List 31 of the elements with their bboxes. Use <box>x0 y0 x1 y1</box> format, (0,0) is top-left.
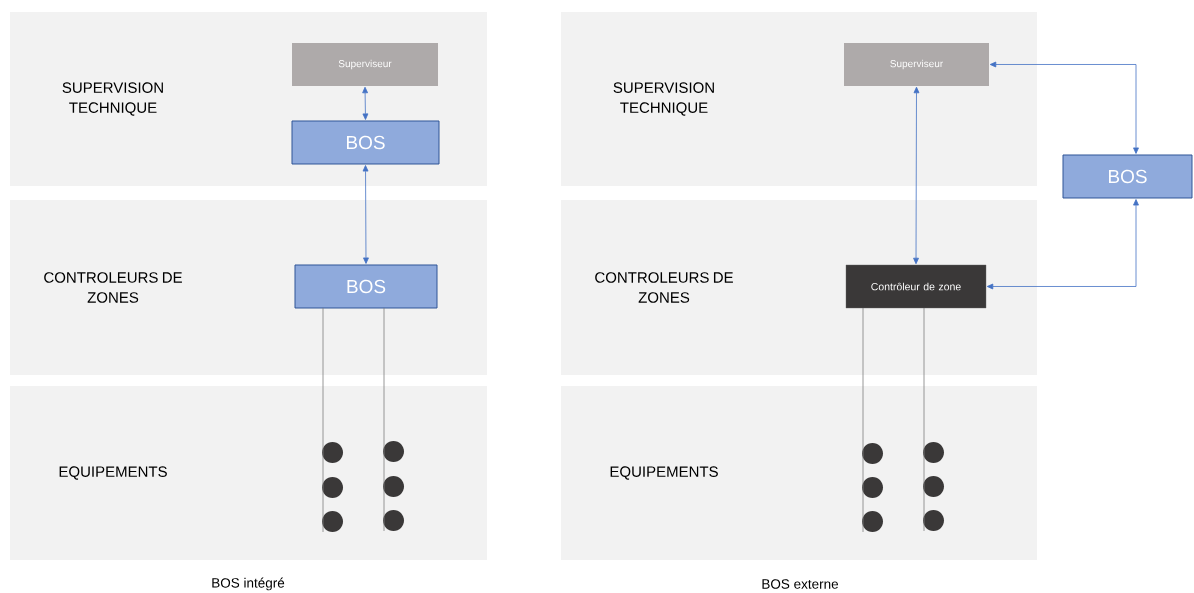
arrow <box>986 199 1139 290</box>
arrow <box>989 61 1139 154</box>
bos-box: BOS <box>291 120 440 165</box>
equipment-dot <box>923 442 944 463</box>
equipment-dot <box>322 442 343 463</box>
arrow <box>913 86 920 265</box>
bos-box: BOS <box>294 264 438 309</box>
caption: BOS externe <box>762 579 839 589</box>
bus-line <box>322 307 324 533</box>
equipment-dot <box>862 443 883 464</box>
equipment-dot <box>383 441 404 462</box>
arrow <box>362 165 369 264</box>
layer-band: EQUIPEMENTS <box>561 386 1037 560</box>
bos-box: BOS <box>1062 154 1193 199</box>
equipment-dot <box>862 511 883 532</box>
bus-line <box>862 307 864 533</box>
supervisor-box: Superviseur <box>292 43 438 86</box>
equipment-dot <box>383 476 404 497</box>
bus-line <box>923 307 925 532</box>
equipment-dot <box>322 511 343 532</box>
controller-box: Contrôleur de zone <box>845 264 987 309</box>
layer-band: EQUIPEMENTS <box>10 386 487 560</box>
bus-line <box>383 307 385 532</box>
caption: BOS intégré <box>212 577 285 591</box>
equipment-dot <box>383 510 404 531</box>
equipment-dot <box>322 477 343 498</box>
equipment-dot <box>923 510 944 531</box>
equipment-dot <box>923 476 944 497</box>
supervisor-box: Superviseur <box>844 43 989 86</box>
equipment-dot <box>862 477 883 498</box>
arrow <box>362 86 369 120</box>
